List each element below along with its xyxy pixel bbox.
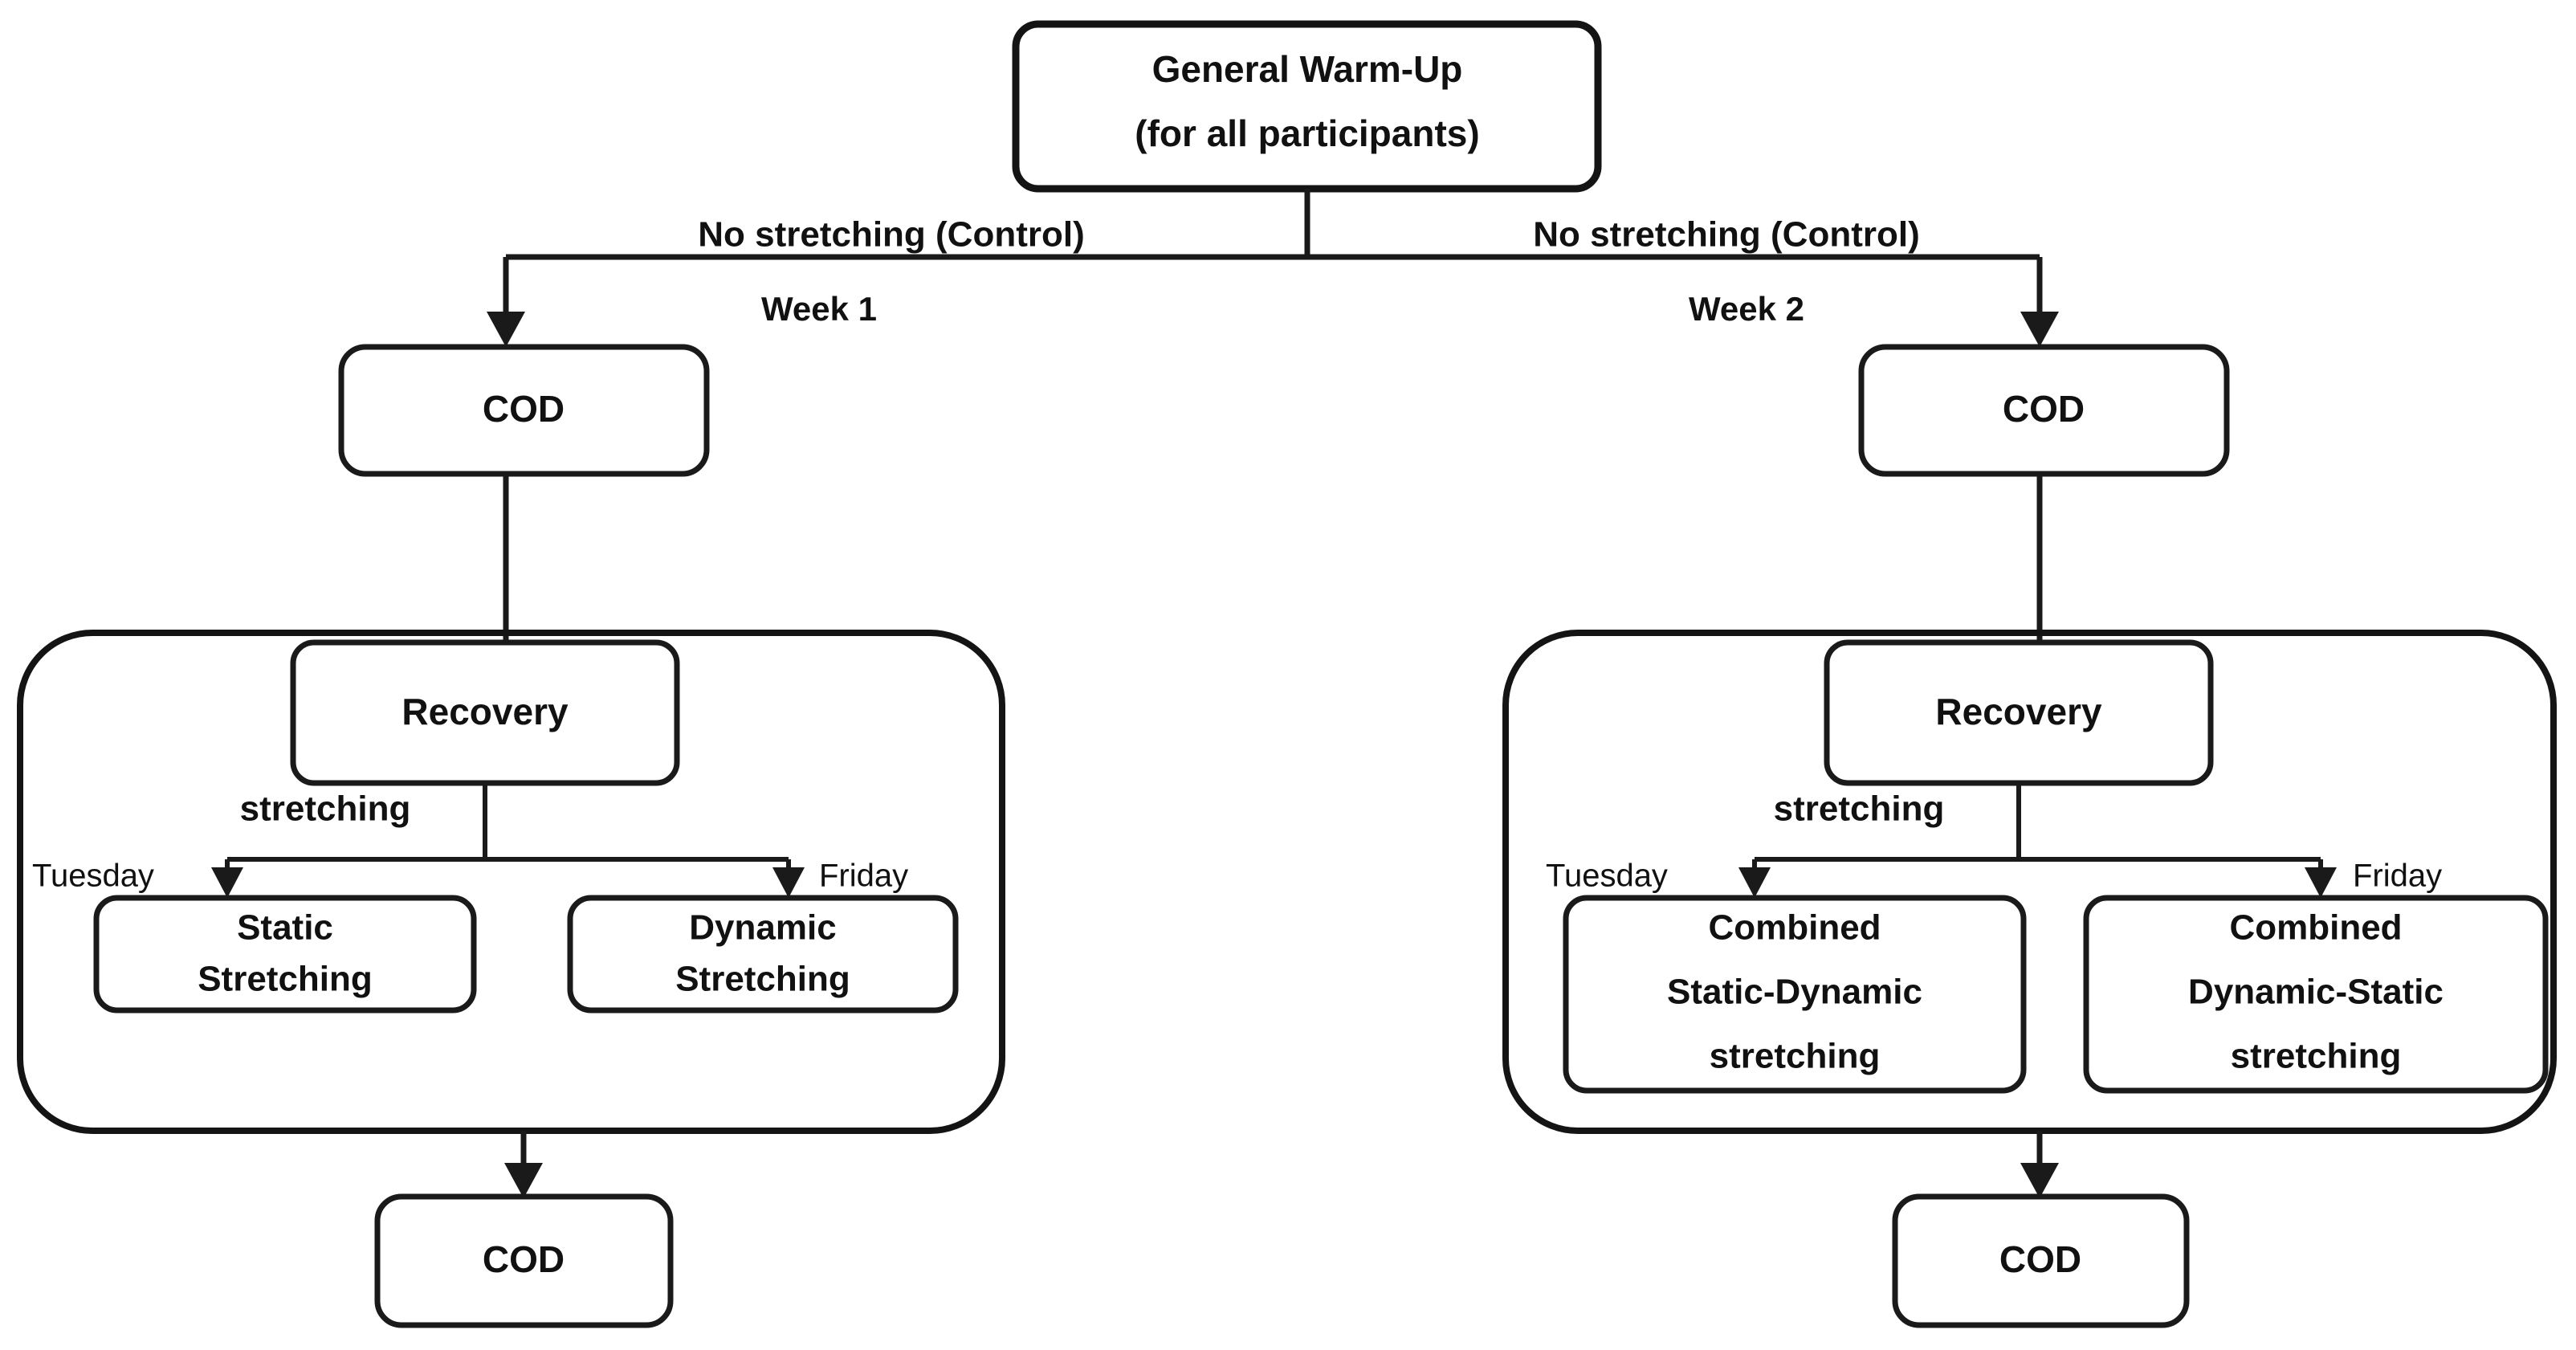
week2-combined-static-dynamic-box[interactable] [1563, 895, 2027, 1094]
week1-static-stretching-line1: Static [237, 908, 333, 948]
node-week1-treatment-left[interactable]: Static Stretching [93, 895, 477, 1014]
node-week2-top-cod[interactable]: COD [1858, 344, 2230, 477]
week2-bottom-cod-box[interactable] [1892, 1193, 2190, 1328]
arrow-head-week1 [487, 312, 525, 347]
week2-combined-dynamic-static-box[interactable] [2083, 895, 2549, 1094]
week2-combined-dynamic-static-line1: Combined [2229, 908, 2402, 948]
node-week2-treatment-right[interactable]: Combined Dynamic-Static stretching [2083, 895, 2549, 1094]
week2-top-cod-box[interactable] [1858, 344, 2230, 477]
week1-dynamic-stretching-line1: Dynamic [689, 908, 836, 948]
week1-dynamic-stretching-box[interactable] [567, 895, 959, 1014]
top-split-connector [487, 189, 2059, 347]
week1-week-label: Week 1 [761, 290, 877, 328]
week1-top-cod-label: COD [483, 388, 565, 430]
week1-static-stretching-line2: Stretching [198, 960, 373, 999]
week2-condition-label: No stretching (Control) [1533, 215, 1920, 255]
arrow-head-week2-tuesday [1738, 867, 1771, 898]
node-week2-bottom-cod[interactable]: COD [1892, 1193, 2190, 1328]
week1-bottom-cod-box[interactable] [374, 1193, 674, 1328]
week2-combined-dynamic-static-line2: Dynamic-Static [2188, 973, 2444, 1012]
week1-condition-label: No stretching (Control) [698, 215, 1085, 255]
general-warm-up-label-line2: (for all participants) [1135, 112, 1479, 154]
node-week2-treatment-left[interactable]: Combined Static-Dynamic stretching [1563, 895, 2027, 1094]
week2-bottom-cod-label: COD [1999, 1238, 2081, 1280]
arrow-head-week1-bottom-cod [504, 1163, 543, 1198]
week1-bottom-cod-label: COD [483, 1238, 565, 1280]
week1-stretching-label: stretching [240, 789, 411, 829]
general-warm-up-label-line1: General Warm-Up [1152, 48, 1463, 90]
node-week1-bottom-cod[interactable]: COD [374, 1193, 674, 1328]
arrow-head-week2-friday [2305, 867, 2337, 898]
week1-dynamic-stretching-line2: Stretching [675, 960, 850, 999]
week1-friday-label: Friday [819, 859, 908, 894]
arrow-head-week1-tuesday [211, 867, 243, 898]
week1-group-to-bottom-cod [504, 1131, 543, 1198]
week2-day-split-connector [1738, 783, 2337, 898]
node-week1-recovery[interactable]: Recovery [290, 639, 680, 786]
week2-combined-static-dynamic-line2: Static-Dynamic [1667, 973, 1922, 1012]
arrow-head-week2 [2020, 312, 2059, 347]
week1-group-container [17, 630, 1005, 1134]
node-week2-recovery[interactable]: Recovery [1824, 639, 2214, 786]
week1-top-cod-box[interactable] [338, 344, 710, 477]
week2-combined-static-dynamic-line3: stretching [1710, 1037, 1881, 1076]
node-week1-top-cod[interactable]: COD [338, 344, 710, 477]
week1-static-stretching-box[interactable] [93, 895, 477, 1014]
week2-combined-static-dynamic-line1: Combined [1708, 908, 1881, 948]
week2-group-to-bottom-cod [2020, 1131, 2059, 1198]
node-week1-treatment-right[interactable]: Dynamic Stretching [567, 895, 959, 1014]
week2-stretching-label: stretching [1774, 789, 1945, 829]
node-general-warm-up[interactable]: General Warm-Up (for all participants) [1012, 20, 1602, 193]
week1-tuesday-label: Tuesday [32, 859, 154, 894]
arrow-head-week2-bottom-cod [2020, 1163, 2059, 1198]
week2-group-container [1502, 630, 2557, 1134]
week1-recovery-label: Recovery [401, 691, 569, 732]
week2-combined-dynamic-static-line3: stretching [2231, 1037, 2402, 1076]
week2-tuesday-label: Tuesday [1546, 859, 1668, 894]
arrow-head-week1-friday [772, 867, 805, 898]
week2-recovery-label: Recovery [1935, 691, 2102, 732]
week2-top-cod-label: COD [2003, 388, 2085, 430]
week1-day-split-connector [211, 783, 805, 898]
week2-friday-label: Friday [2353, 859, 2442, 894]
week2-week-label: Week 2 [1689, 290, 1804, 328]
